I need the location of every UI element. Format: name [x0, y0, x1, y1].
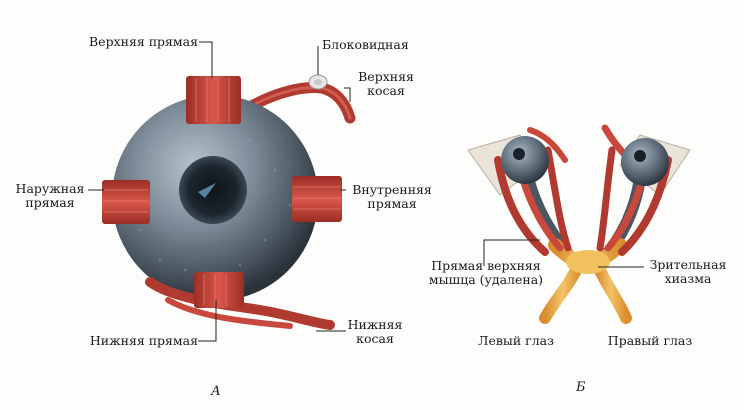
superior-rectus-muscle	[186, 76, 241, 124]
label-right-eye: Правый глаз	[607, 333, 693, 348]
label-left-eye: Левый глаз	[478, 333, 554, 348]
label-optic-chiasm: Зрительная хиазма	[649, 257, 727, 286]
iris	[179, 156, 247, 224]
label-medial-rectus: Внутренняя прямая	[352, 182, 432, 211]
label-lateral-rectus: Наружная прямая	[15, 181, 85, 210]
leader-lines-b	[483, 239, 644, 268]
optic-pathway	[522, 172, 646, 324]
inferior-oblique-muscle	[145, 277, 335, 330]
medial-rectus-muscle	[292, 176, 342, 222]
label-superior-rectus: Верхняя прямая	[89, 34, 198, 49]
panel-label-b: Б	[576, 380, 586, 395]
lateral-rectus-muscle	[102, 180, 150, 224]
label-inferior-rectus: Нижняя прямая	[89, 333, 198, 348]
label-trochlea: Блоковидная	[322, 37, 409, 52]
pupil-highlight	[198, 183, 216, 198]
label-inferior-oblique: Нижняя косая	[347, 317, 403, 346]
panel-label-a: А	[211, 384, 221, 399]
trochlea-pulley	[308, 74, 328, 90]
inferior-rectus-muscle	[194, 272, 244, 308]
right-eyeball	[621, 138, 669, 186]
leader-lines-a	[88, 41, 351, 342]
label-superior-oblique: Верхняя косая	[358, 69, 414, 98]
left-eyeball	[501, 136, 549, 184]
label-removed-superior-rectus: Прямая верхняя мышца (удалена)	[428, 258, 544, 287]
